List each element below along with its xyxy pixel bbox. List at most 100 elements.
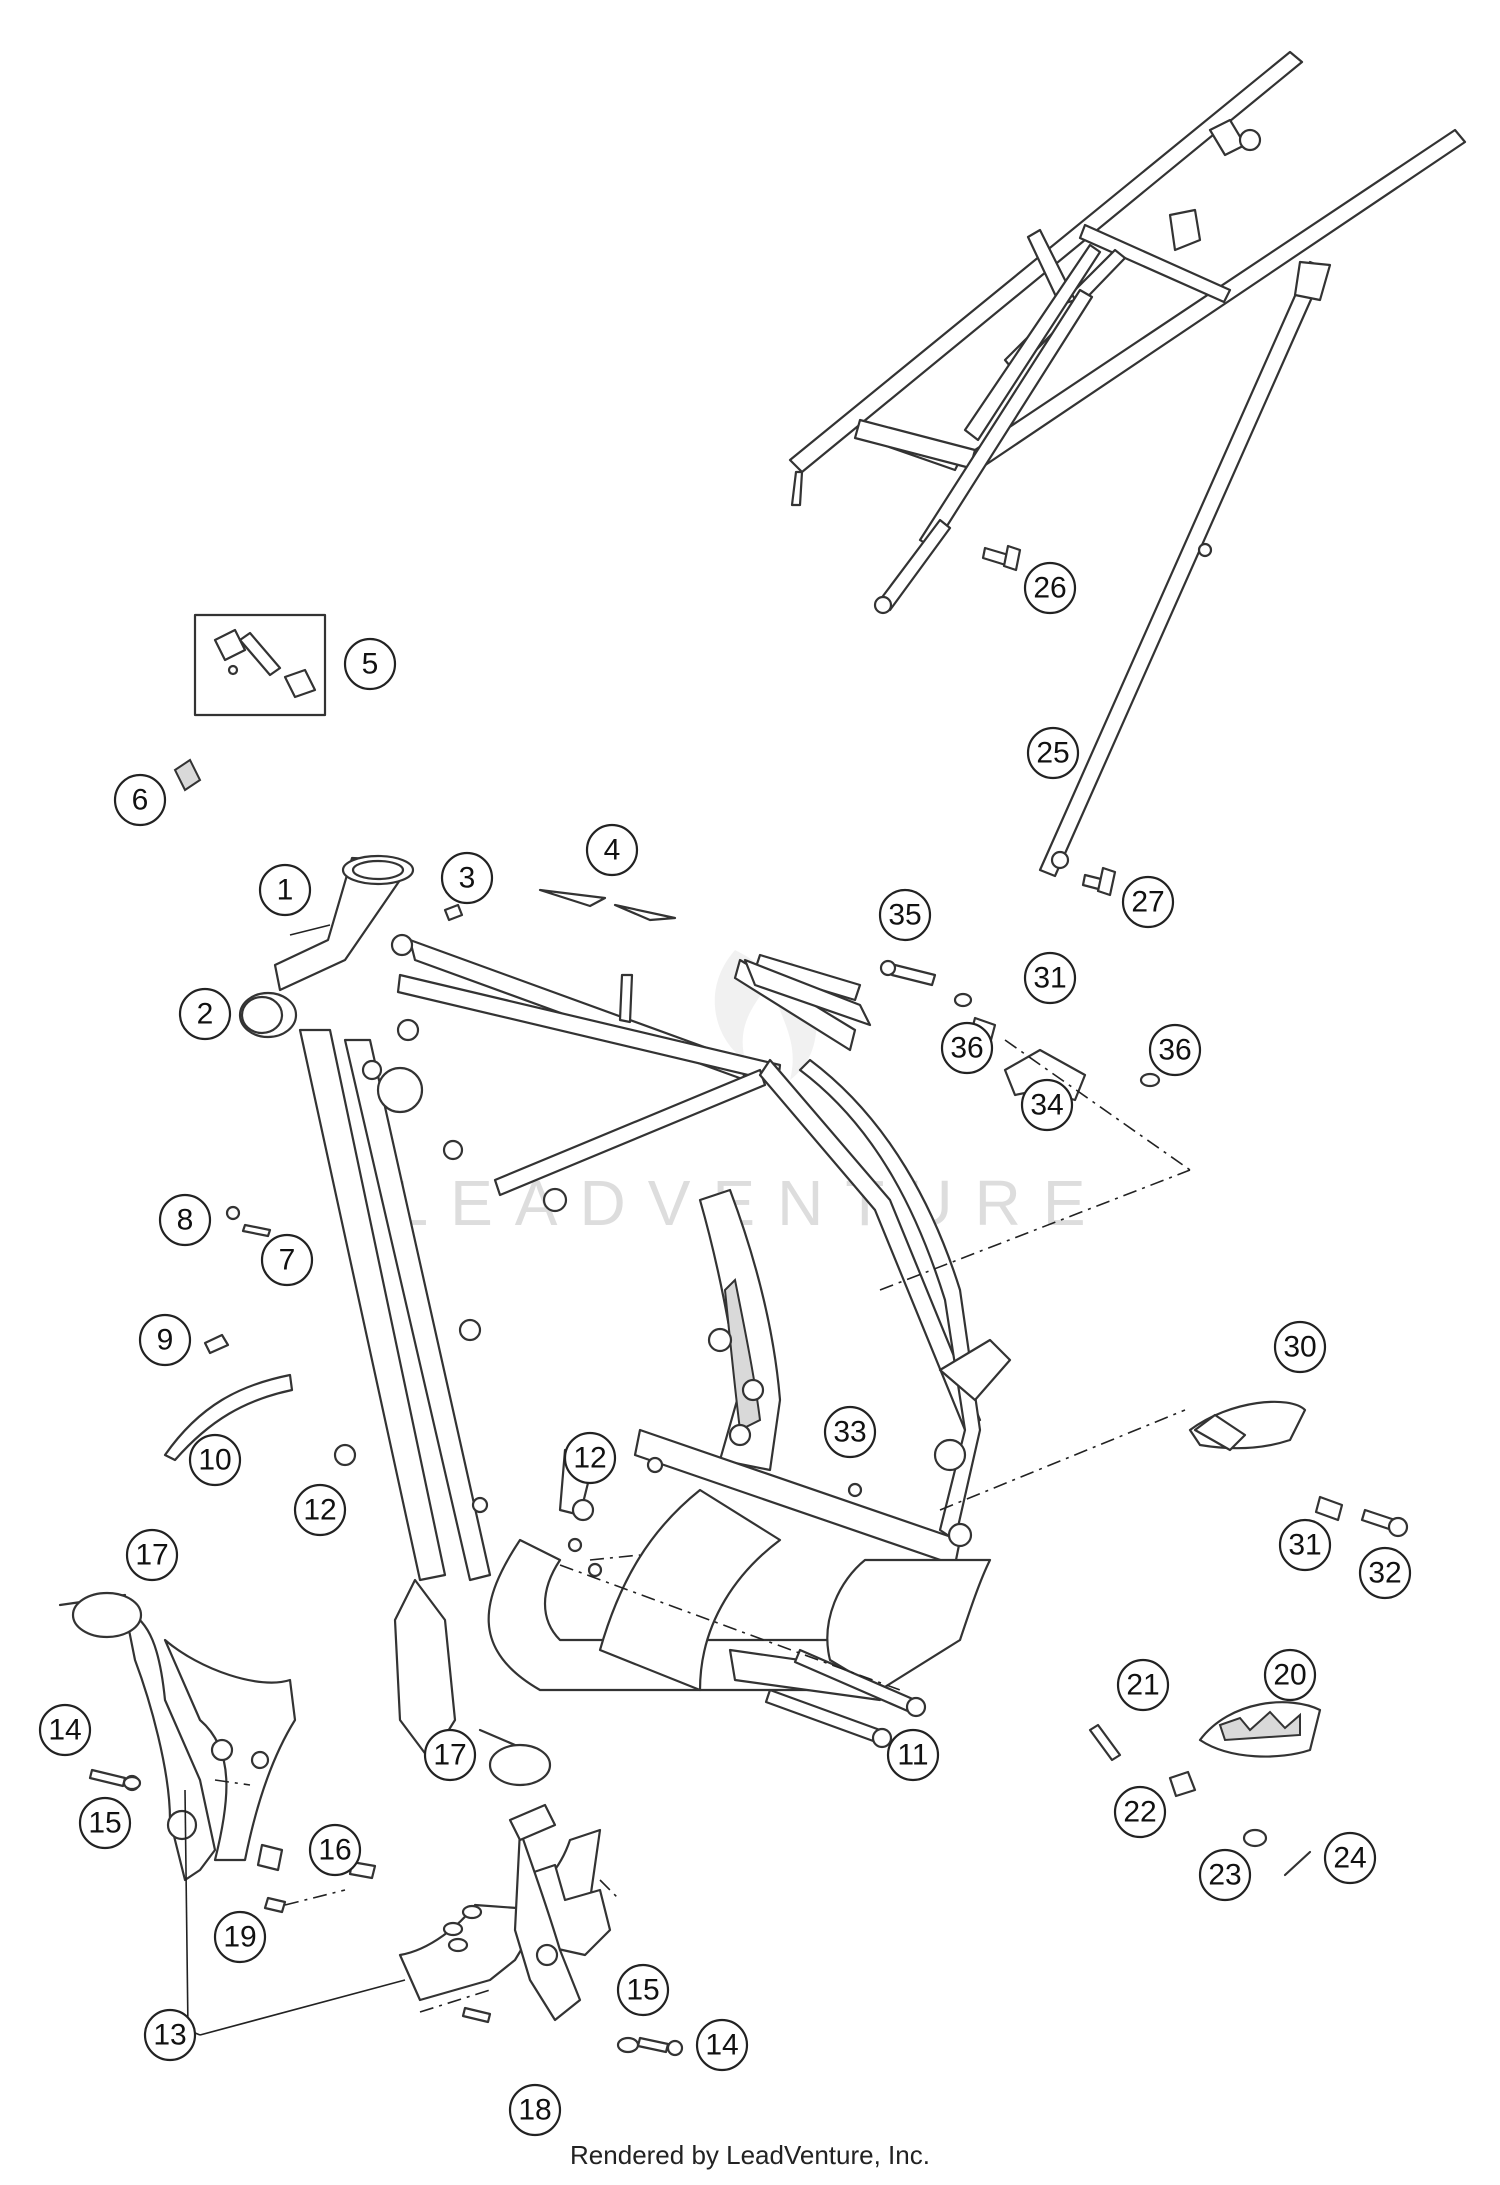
callout-36b: 36 [1148, 1023, 1202, 1077]
callout-12a: 12 [293, 1483, 347, 1537]
svg-text:12: 12 [573, 1442, 606, 1475]
callout-27: 27 [1121, 875, 1175, 929]
frame-protector-13 [123, 1608, 612, 2022]
svg-text:31: 31 [1033, 962, 1066, 995]
callout-33: 33 [823, 1405, 877, 1459]
callout-31a: 31 [1023, 951, 1077, 1005]
svg-text:14: 14 [48, 1714, 81, 1747]
bolt-35 [879, 959, 937, 987]
svg-text:35: 35 [888, 899, 921, 932]
svg-text:30: 30 [1283, 1331, 1316, 1364]
cable-tie-17 [58, 1591, 552, 1787]
svg-text:2: 2 [197, 998, 214, 1031]
callout-14a: 14 [38, 1703, 92, 1757]
callout-9: 9 [138, 1313, 192, 1367]
svg-text:14: 14 [705, 2029, 738, 2062]
cotter-pin-24 [1283, 1850, 1312, 1877]
callout-30: 30 [1273, 1320, 1327, 1374]
sticker-4 [538, 888, 677, 922]
callout-24: 24 [1323, 1831, 1377, 1885]
svg-text:33: 33 [833, 1416, 866, 1449]
callout-21: 21 [1116, 1658, 1170, 1712]
nut-12 [333, 1443, 595, 1522]
svg-text:15: 15 [626, 1974, 659, 2007]
callout-32: 32 [1358, 1546, 1412, 1600]
bolt-27 [1081, 866, 1117, 897]
svg-text:32: 32 [1368, 1557, 1401, 1590]
callout-25: 25 [1026, 726, 1080, 780]
spacer-16 [256, 1843, 284, 1872]
callout-17b: 17 [423, 1728, 477, 1782]
callout-6: 6 [113, 773, 167, 827]
svg-text:24: 24 [1333, 1842, 1366, 1875]
svg-text:26: 26 [1033, 572, 1066, 605]
washer-23 [1242, 1828, 1268, 1848]
washer-15 [122, 1775, 640, 2054]
callout-20: 20 [1263, 1648, 1317, 1702]
pin-21 [1088, 1723, 1122, 1762]
svg-text:34: 34 [1030, 1089, 1063, 1122]
svg-text:27: 27 [1131, 886, 1164, 919]
callout-12b: 12 [563, 1431, 617, 1485]
svg-text:20: 20 [1273, 1659, 1306, 1692]
svg-text:7: 7 [279, 1244, 296, 1277]
spring-22 [1168, 1770, 1197, 1798]
callout-18: 18 [508, 2083, 562, 2137]
svg-text:8: 8 [177, 1204, 194, 1237]
pin-3 [443, 903, 464, 922]
subframe-assembly [788, 50, 1467, 878]
svg-text:13: 13 [153, 2019, 186, 2052]
footpeg-20 [1198, 1701, 1322, 1758]
screw-7 [241, 1223, 272, 1238]
svg-text:10: 10 [198, 1444, 231, 1477]
assembly-lines [214, 1039, 1191, 2013]
callout-22: 22 [1113, 1785, 1167, 1839]
hose-10 [163, 1373, 294, 1462]
callout-8: 8 [158, 1193, 212, 1247]
callout-13: 13 [143, 2008, 197, 2062]
callout-36a: 36 [940, 1021, 994, 1075]
callout-11: 11 [886, 1728, 940, 1782]
nut-33 [847, 1482, 863, 1498]
callout-5: 5 [343, 637, 397, 691]
callout-17a: 17 [125, 1528, 179, 1582]
bolt-11 [764, 1648, 927, 1749]
svg-text:36: 36 [950, 1032, 983, 1065]
callout-19: 19 [213, 1910, 267, 1964]
svg-text:36: 36 [1158, 1034, 1191, 1067]
callout-2: 2 [178, 987, 232, 1041]
steering-lock-kit-5 [193, 613, 327, 717]
cap-2 [238, 991, 298, 1039]
bracket-30 [1188, 1400, 1307, 1452]
bushing-6 [173, 758, 202, 792]
screw-18 [461, 2006, 492, 2024]
callout-23: 23 [1198, 1848, 1252, 1902]
callout-35: 35 [878, 888, 932, 942]
callout-3: 3 [440, 851, 494, 905]
svg-text:25: 25 [1036, 737, 1069, 770]
svg-text:4: 4 [604, 834, 621, 867]
bolt-26 [981, 544, 1022, 572]
washer-36 [953, 992, 1161, 1088]
svg-text:6: 6 [132, 784, 149, 817]
svg-text:19: 19 [223, 1921, 256, 1954]
callout-34: 34 [1020, 1078, 1074, 1132]
svg-text:9: 9 [157, 1324, 174, 1357]
svg-text:22: 22 [1123, 1796, 1156, 1829]
callout-15a: 15 [78, 1796, 132, 1850]
svg-text:16: 16 [318, 1834, 351, 1867]
callout-1: 1 [258, 863, 312, 917]
svg-text:11: 11 [897, 1739, 928, 1772]
callout-31b: 31 [1278, 1518, 1332, 1572]
callout-7: 7 [260, 1233, 314, 1287]
main-frame [273, 854, 1012, 1762]
svg-text:31: 31 [1288, 1529, 1321, 1562]
nut-8 [225, 1205, 241, 1221]
svg-text:21: 21 [1126, 1669, 1159, 1702]
callout-4: 4 [585, 823, 639, 877]
callout-14b: 14 [695, 2018, 749, 2072]
bolt-32 [1360, 1508, 1409, 1538]
callout-26: 26 [1023, 561, 1077, 615]
svg-text:17: 17 [135, 1539, 168, 1572]
